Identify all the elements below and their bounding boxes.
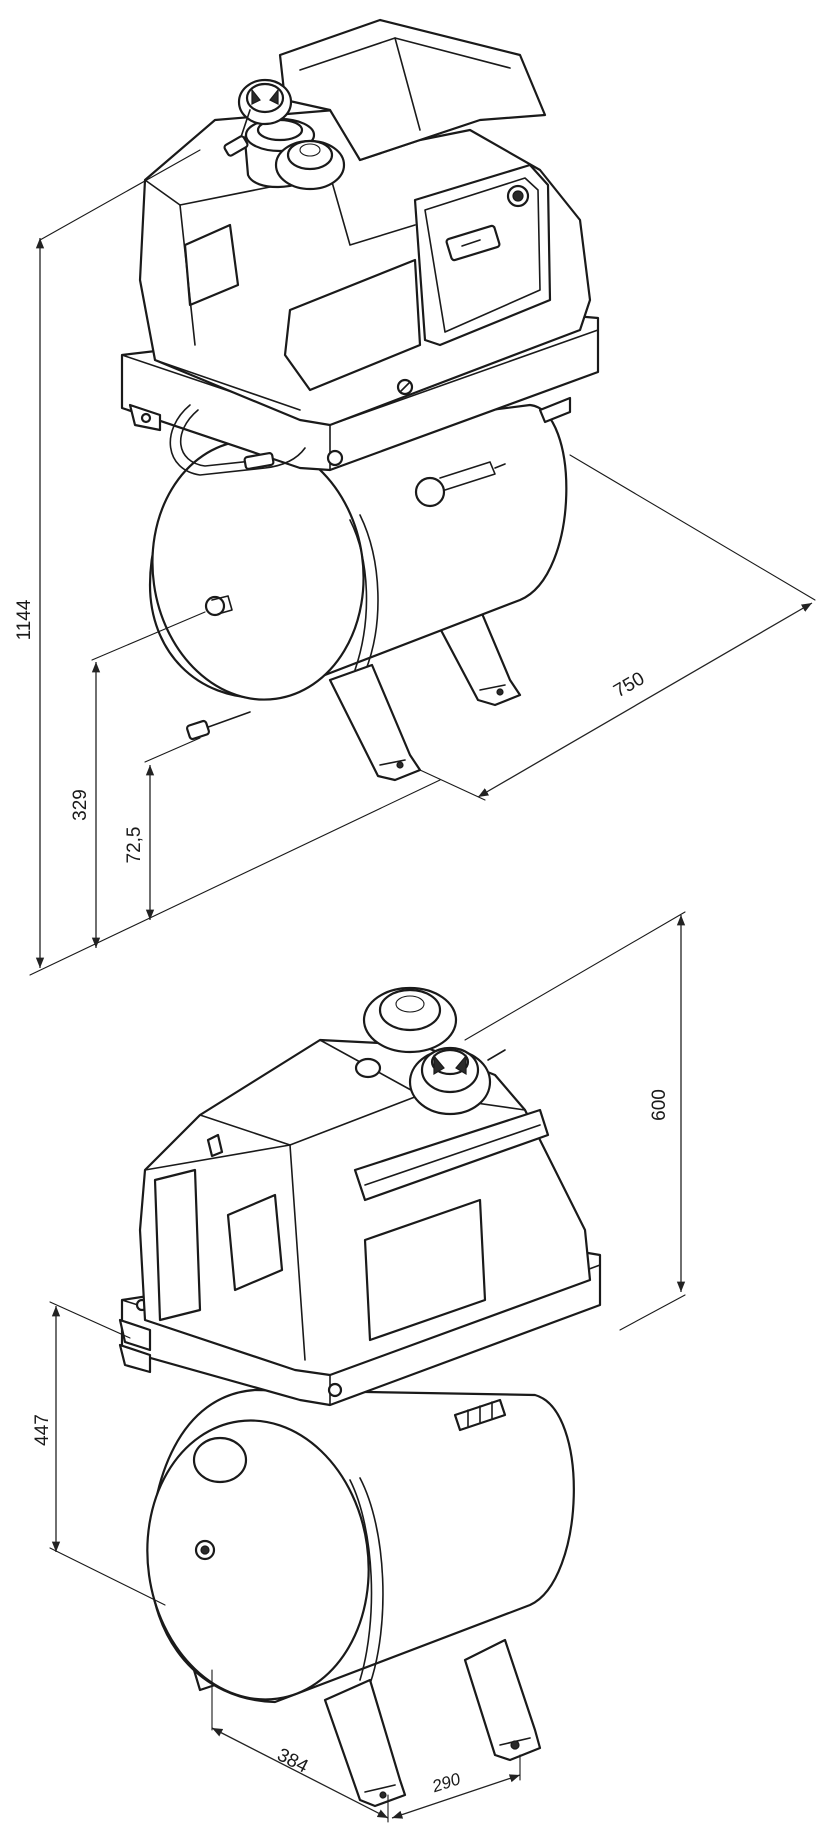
dim-unit-height: 600: [649, 1089, 670, 1121]
oil-filler-cap-rear: [408, 1046, 506, 1116]
compressor-view-top: [120, 18, 600, 782]
dim-tank-width: 384: [274, 1745, 312, 1778]
dim-tank-height: 447: [32, 1414, 53, 1446]
dim-drain-height: 72,5: [124, 827, 145, 864]
dim-foot-spacing: 290: [429, 1769, 463, 1796]
compressor-view-bottom: [118, 986, 602, 1808]
dim-outlet-height: 329: [70, 789, 91, 821]
drain-valve: [186, 595, 251, 741]
oil-filler-cap: [223, 78, 293, 157]
dim-total-height: 1144: [14, 599, 35, 640]
dim-depth: 750: [610, 668, 648, 702]
dimension-lines: [29, 149, 816, 1823]
breather-cap: [362, 986, 458, 1054]
dimension-labels: 1144 329 72,5 750 600 447 384 290: [14, 599, 670, 1796]
